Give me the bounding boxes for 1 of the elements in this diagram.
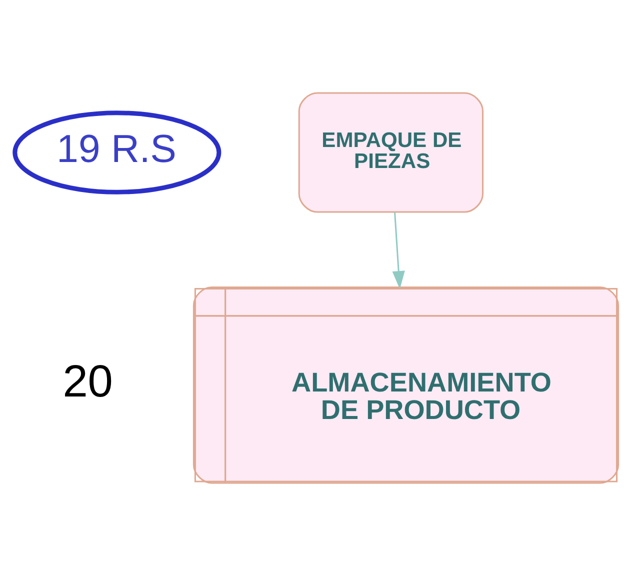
label: 20 (62, 355, 113, 406)
